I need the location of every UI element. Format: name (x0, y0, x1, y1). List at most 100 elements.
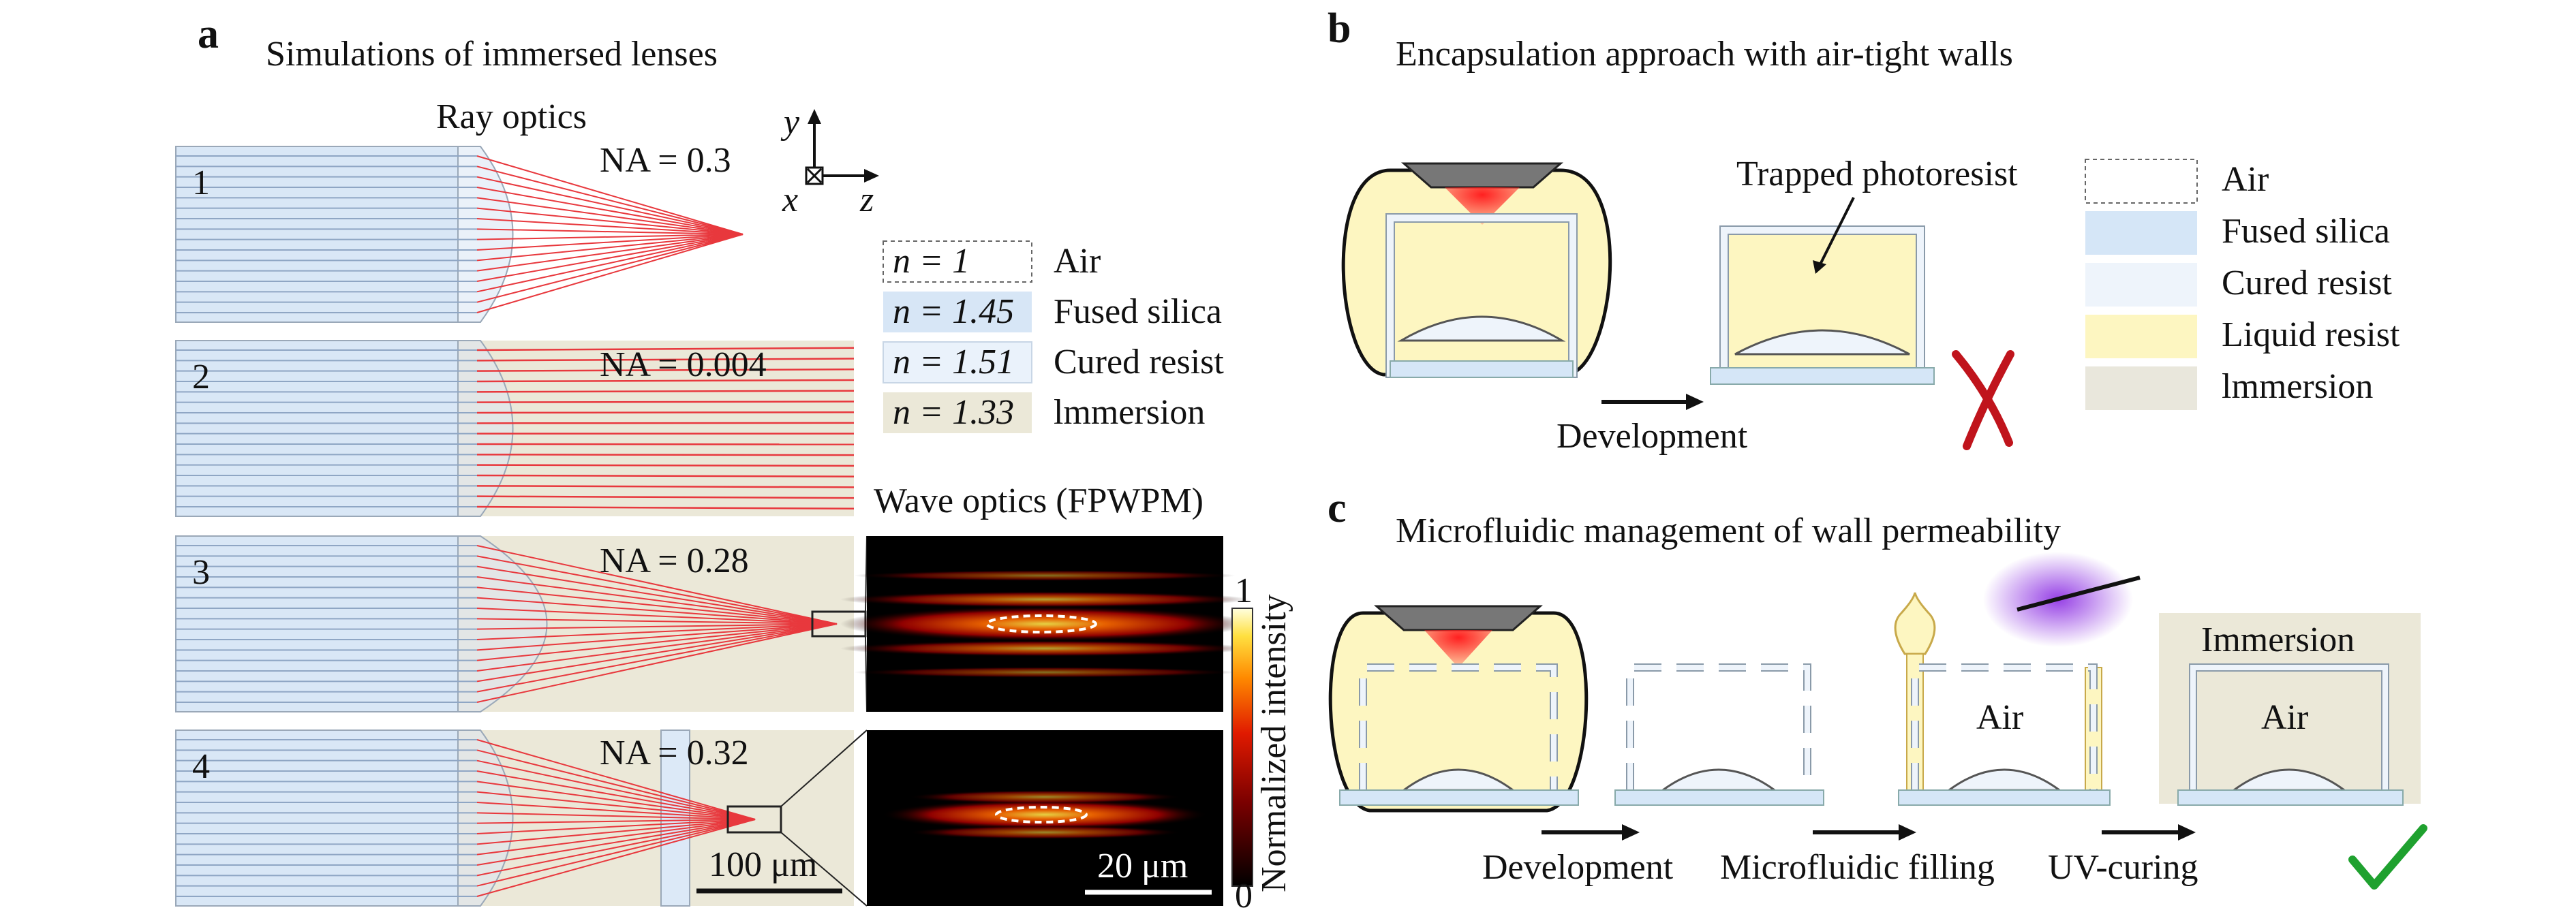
ray-line (476, 495, 855, 499)
ray-line (476, 555, 838, 625)
ray-line (476, 819, 756, 897)
ray-line (476, 454, 855, 456)
development-arrow-b (1601, 394, 1704, 410)
ray-line (476, 819, 756, 845)
ray-line (476, 401, 855, 403)
trapped-photoresist-label: Trapped photoresist (1736, 155, 2018, 193)
ray-line (476, 819, 756, 834)
row-number-2: 2 (192, 358, 210, 396)
ray-line (476, 819, 756, 824)
development-label-b: Development (1557, 417, 1748, 456)
ray-line (476, 379, 855, 383)
ray-line (476, 576, 838, 625)
ray-line (476, 234, 743, 272)
lens-row-4: 4 NA = 0.32 100 μm (175, 729, 868, 907)
step-developed-structure (1614, 663, 1824, 806)
ray-line (476, 176, 743, 235)
ray-line (476, 749, 756, 820)
legend-n-immersion: n = 1.33 (893, 393, 1014, 432)
material-legend: Air Fused silica Cured resist Liquid res… (2085, 159, 2400, 410)
ray-line (476, 623, 838, 682)
ray-line (476, 623, 838, 651)
legend-name-immersion: lmmersion (1054, 393, 1205, 432)
lens-row-2: 2 NA = 0.004 (175, 340, 855, 517)
ray-line (476, 623, 838, 661)
ray-line (476, 166, 743, 235)
na-label-3: NA = 0.28 (600, 542, 749, 580)
row-number-4: 4 (192, 747, 210, 786)
legend-n-cured: n = 1.51 (893, 343, 1014, 381)
panel-c-title: Microfluidic management of wall permeabi… (1396, 512, 2061, 550)
ray-line (476, 819, 756, 866)
ray-line (476, 234, 743, 293)
ray-line (476, 234, 743, 303)
ray-bundle-1 (176, 155, 743, 313)
mat-legend-liquid: Liquid resist (2222, 315, 2400, 354)
ray-line (476, 218, 743, 235)
ray-line (476, 505, 855, 510)
scalebar-wave-label: 20 μm (1097, 847, 1188, 885)
legend-name-silica: Fused silica (1054, 292, 1222, 331)
ray-line (476, 234, 743, 251)
axis-z-label: z (859, 181, 874, 219)
colorbar: 1 0 Normalized intensity (1231, 571, 1293, 910)
air-label-filling: Air (1976, 698, 2023, 737)
lens-row-3: 3 NA = 0.28 (175, 535, 868, 712)
ray-line (476, 586, 838, 625)
wave-sim-bottom: 20 μm (867, 730, 1223, 906)
legend-name-cured: Cured resist (1054, 343, 1224, 381)
immersion-label: Immersion (2201, 621, 2355, 659)
check-icon (2348, 824, 2427, 890)
ray-line (476, 234, 743, 313)
ray-line (476, 623, 838, 693)
process-arrows (1542, 824, 2196, 841)
panel-b-label: b (1328, 5, 1351, 52)
panel-a-label: a (198, 11, 219, 57)
na-label-1: NA = 0.3 (600, 141, 731, 180)
ray-optics-label: Ray optics (436, 97, 587, 136)
ray-line (476, 228, 743, 235)
ray-line (476, 623, 838, 672)
row-number-3: 3 (192, 553, 210, 592)
ray-line (476, 368, 855, 372)
ray-line (476, 597, 838, 625)
ray-line (476, 781, 756, 820)
ray-line (476, 411, 855, 414)
ray-bundle-2 (176, 347, 855, 510)
panel-a: a Simulations of immersed lenses Ray opt… (175, 11, 1293, 910)
ray-line (476, 802, 756, 820)
ray-line (476, 759, 756, 820)
panel-a-title: Simulations of immersed lenses (266, 35, 718, 74)
wave-optics-title: Wave optics (FPWPM) (874, 482, 1203, 520)
axis-x-label: x (782, 181, 798, 219)
row-number-1: 1 (192, 163, 210, 202)
ray-line (476, 819, 756, 887)
ray-bundle-3 (176, 545, 838, 703)
mat-legend-cured: Cured resist (2222, 264, 2392, 302)
ray-line (476, 770, 756, 820)
ray-line (476, 819, 756, 856)
panel-b: b Encapsulation approach with air-tight … (1328, 5, 2400, 456)
ray-line (476, 197, 743, 235)
wave-sim-top (840, 536, 1249, 712)
air-label-immersion: Air (2261, 698, 2308, 737)
step-writing-structure (1328, 605, 1589, 813)
mat-legend-air: Air (2222, 160, 2269, 199)
ray-line (476, 234, 743, 282)
ray-line (476, 347, 855, 351)
legend-n-silica: n = 1.45 (893, 292, 1014, 331)
ray-line (476, 207, 743, 235)
ray-line (476, 234, 743, 240)
step-filling-structure: Air (1894, 552, 2141, 806)
ray-line (476, 623, 838, 630)
ray-line (476, 739, 756, 820)
ray-line (476, 474, 855, 477)
ray-line (476, 819, 756, 877)
ray-line (476, 565, 838, 625)
trapped-structure (1710, 197, 1935, 385)
ray-line (476, 464, 855, 467)
ray-line (476, 791, 756, 820)
colorbar-label: Normalized intensity (1255, 594, 1293, 892)
ray-line (476, 485, 855, 488)
